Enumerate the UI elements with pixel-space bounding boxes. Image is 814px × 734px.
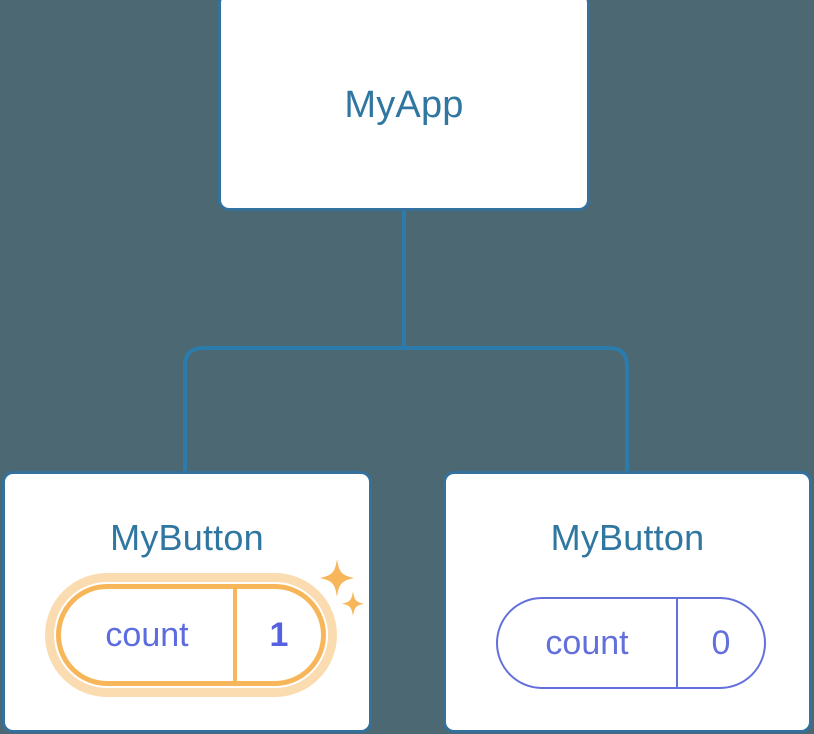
state-value: 1 [233,589,321,681]
state-pill[interactable]: count 1 [56,584,326,686]
state-value: 0 [676,599,764,687]
state-pill[interactable]: count 0 [496,597,766,689]
node-title: MyApp [344,84,464,126]
state-pill-highlighted[interactable]: count 1 [45,573,337,697]
node-title: MyButton [550,517,705,558]
highlight-glow [45,573,337,697]
state-key: count [545,624,629,662]
node-mybutton-right[interactable]: MyButton count 0 [443,471,812,733]
node-title: MyButton [110,517,264,558]
edge-branch-bus [183,346,629,471]
node-myapp[interactable]: MyApp [218,0,590,211]
state-key: count [105,616,189,654]
node-mybutton-left[interactable]: MyButton count 1 [2,471,372,733]
